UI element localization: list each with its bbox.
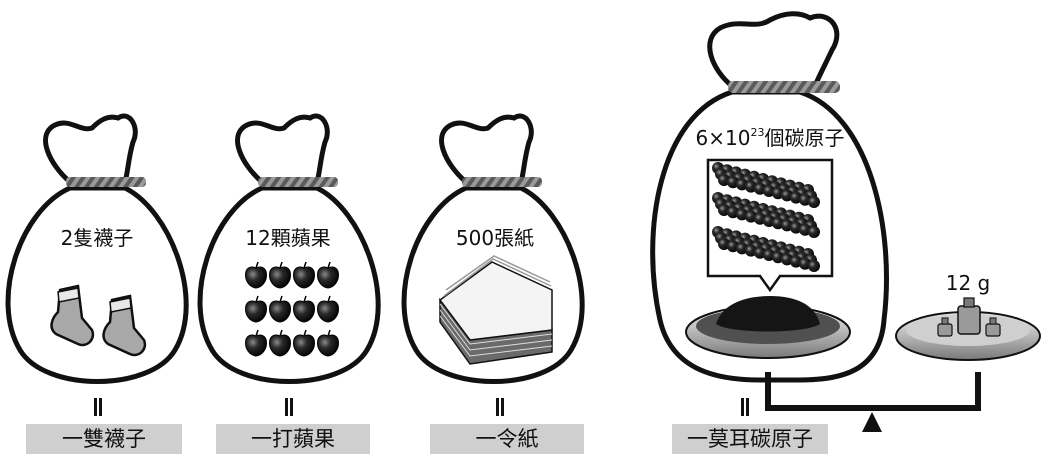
carbon-atom bbox=[727, 176, 739, 189]
bag-rope bbox=[462, 177, 542, 187]
equals-sign bbox=[740, 398, 750, 418]
carbon-atom bbox=[808, 260, 820, 272]
bag-outline bbox=[5, 185, 189, 384]
equals-sign bbox=[495, 398, 505, 418]
unit-label-carbon: 一莫耳碳原子 bbox=[672, 424, 828, 454]
avogadro-unit: 個碳原子 bbox=[764, 126, 844, 150]
carbon-atom bbox=[763, 215, 775, 227]
unit-label-apples: 一打蘋果 bbox=[216, 424, 370, 454]
unit-label-paper: 一令紙 bbox=[430, 424, 584, 454]
carbon-atom bbox=[799, 223, 811, 236]
carbon-atom bbox=[718, 204, 730, 216]
carbon-atom bbox=[754, 246, 766, 259]
bag-outline bbox=[197, 185, 381, 384]
carbon-atom bbox=[736, 208, 748, 221]
carbon-atom bbox=[781, 253, 793, 266]
bag-knot-loop bbox=[707, 11, 840, 88]
avogadro-exponent: 23 bbox=[750, 126, 764, 139]
sock-icon bbox=[50, 284, 95, 347]
bag-knot-loop bbox=[439, 113, 534, 184]
carbon-atom bbox=[718, 174, 730, 186]
sock-icon bbox=[102, 294, 147, 357]
carbon-atom bbox=[745, 210, 757, 223]
carbon-atom bbox=[754, 212, 766, 225]
carbon-atom bbox=[808, 196, 820, 208]
carbon-powder-pile bbox=[716, 296, 820, 332]
balance-scale: 12 g bbox=[685, 271, 1041, 432]
bag-paper: 500張紙 bbox=[401, 113, 585, 384]
bag-apples: 12顆蘋果 bbox=[197, 113, 381, 384]
apple-grid bbox=[245, 261, 339, 357]
bag-rope bbox=[66, 177, 146, 187]
apple-icon bbox=[317, 261, 339, 289]
apple-icon bbox=[245, 295, 267, 323]
carbon-atom bbox=[727, 240, 739, 253]
carbon-atom bbox=[790, 191, 802, 204]
carbon-atom bbox=[718, 238, 730, 250]
bag-content-label: 12顆蘋果 bbox=[245, 226, 330, 250]
scale-fulcrum-icon bbox=[862, 412, 882, 432]
bag-knot-loop bbox=[235, 113, 330, 184]
bag-rope bbox=[728, 81, 840, 93]
equals-sign bbox=[284, 398, 294, 418]
bag-socks: 2隻襪子 bbox=[5, 113, 189, 384]
carbon-atom bbox=[781, 219, 793, 232]
carbon-atom bbox=[745, 244, 757, 257]
carbon-atom bbox=[781, 189, 793, 202]
carbon-atom bbox=[763, 249, 775, 261]
carbon-atom bbox=[808, 226, 820, 238]
carbon-atom bbox=[763, 185, 775, 197]
bag-knot-loop bbox=[43, 113, 138, 184]
apple-icon bbox=[293, 329, 315, 357]
weight-label: 12 g bbox=[946, 271, 991, 295]
bag-content-label: 500張紙 bbox=[456, 226, 534, 250]
carbon-atom bbox=[772, 217, 784, 230]
equals-sign bbox=[93, 398, 103, 418]
apple-icon bbox=[269, 295, 291, 323]
weights-icon bbox=[937, 297, 1001, 337]
carbon-atom bbox=[736, 242, 748, 255]
paper-stack-icon bbox=[438, 255, 553, 365]
carbon-atom bbox=[736, 178, 748, 191]
unit-label-socks: 一雙襪子 bbox=[26, 424, 182, 454]
carbon-atom bbox=[772, 187, 784, 200]
apple-icon bbox=[293, 295, 315, 323]
bag-rope bbox=[258, 177, 338, 187]
carbon-atom bbox=[745, 180, 757, 193]
carbon-atom bbox=[790, 221, 802, 234]
apple-icon bbox=[245, 329, 267, 357]
carbon-atom bbox=[727, 206, 739, 219]
bag-content-label: 6×1023個碳原子 bbox=[696, 126, 845, 150]
scale-beam bbox=[765, 372, 981, 411]
avogadro-base: 6×10 bbox=[696, 126, 751, 150]
apple-icon bbox=[245, 261, 267, 289]
apple-icon bbox=[269, 261, 291, 289]
apple-icon bbox=[293, 261, 315, 289]
carbon-atom bbox=[799, 193, 811, 206]
carbon-atom bbox=[790, 255, 802, 268]
carbon-atom bbox=[799, 257, 811, 270]
carbon-atom bbox=[754, 182, 766, 195]
apple-icon bbox=[269, 329, 291, 357]
bag-content-label: 2隻襪子 bbox=[61, 226, 134, 250]
apple-icon bbox=[317, 329, 339, 357]
bag-carbon-atoms: 6×1023個碳原子 bbox=[650, 11, 889, 383]
carbon-atom bbox=[772, 251, 784, 264]
carbon-atom-cluster bbox=[712, 162, 820, 272]
apple-icon bbox=[317, 295, 339, 323]
